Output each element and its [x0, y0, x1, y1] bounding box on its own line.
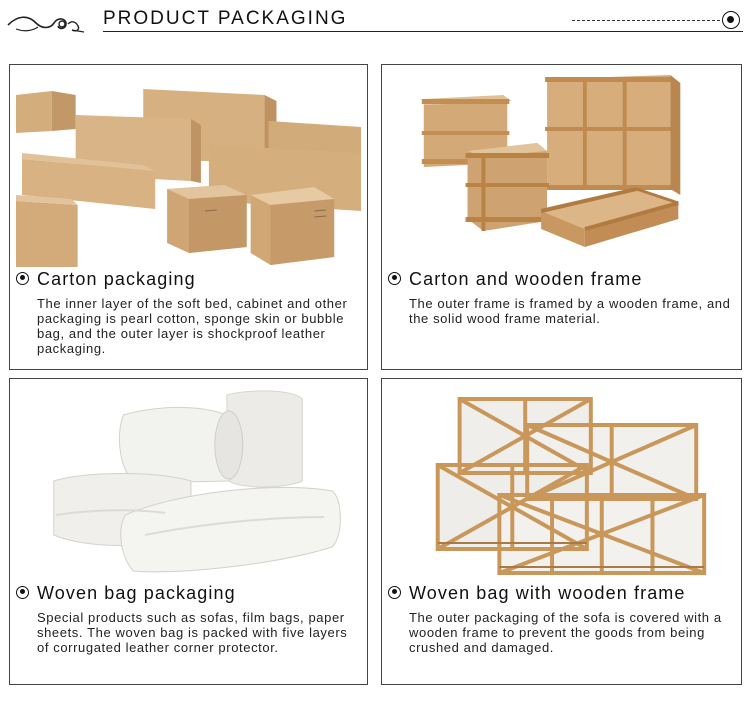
card-heading-text: Woven bag with wooden frame [409, 583, 686, 603]
dashed-divider [572, 20, 720, 21]
card-heading: Woven bag with wooden frame [388, 583, 686, 607]
section-header: PRODUCT PACKAGING [0, 0, 750, 40]
wooden-crated-sofa-image [388, 385, 735, 581]
card-description: The outer frame is framed by a wooden fr… [409, 296, 731, 326]
card-woven-bag-wooden-frame: Woven bag with wooden frame The outer pa… [381, 378, 742, 685]
card-carton-packaging: Carton packaging The inner layer of the … [9, 64, 368, 370]
card-description: The inner layer of the soft bed, cabinet… [37, 296, 348, 356]
bullet-circle-icon [16, 271, 29, 285]
page-title: PRODUCT PACKAGING [103, 8, 348, 29]
woven-bag-wrapped-furniture-image [16, 385, 361, 581]
bullet-circle-icon [388, 585, 401, 599]
card-carton-wooden-frame: Carton and wooden frame The outer frame … [381, 64, 742, 370]
bullet-circle-icon [16, 585, 29, 599]
title-underline [103, 31, 743, 32]
bullet-circle-icon [388, 271, 401, 285]
card-heading: Carton packaging [16, 269, 196, 293]
wooden-frame-cartons-image [388, 71, 735, 267]
carton-boxes-image [16, 71, 361, 267]
circle-dot-icon [722, 11, 740, 29]
card-description: Special products such as sofas, film bag… [37, 610, 348, 655]
card-heading-text: Woven bag packaging [37, 583, 236, 603]
card-heading-text: Carton and wooden frame [409, 269, 643, 289]
card-heading-text: Carton packaging [37, 269, 196, 289]
card-woven-bag-packaging: Woven bag packaging Special products suc… [9, 378, 368, 685]
flourish-ornament-icon [7, 16, 84, 33]
card-description: The outer packaging of the sofa is cover… [409, 610, 722, 655]
card-heading: Carton and wooden frame [388, 269, 642, 293]
card-heading: Woven bag packaging [16, 583, 236, 607]
